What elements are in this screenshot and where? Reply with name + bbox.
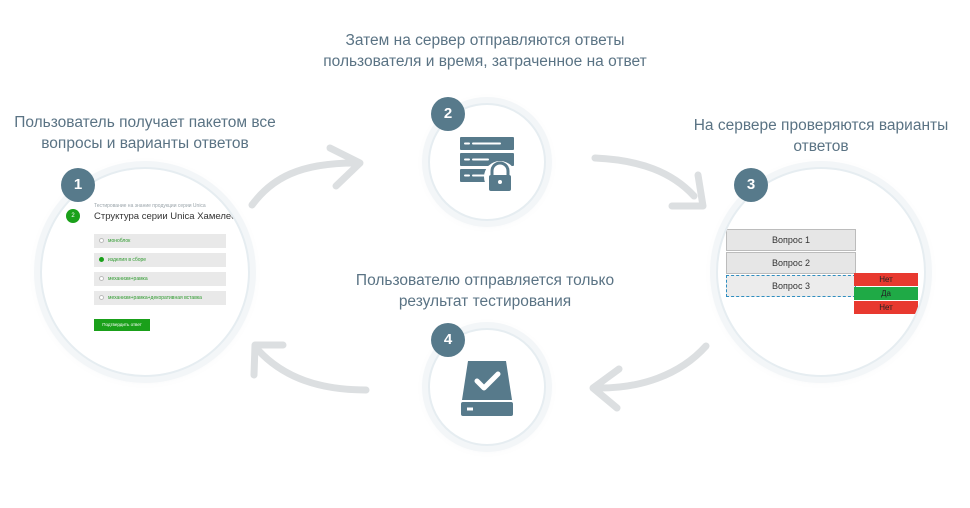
- radio-selected-icon: [99, 257, 104, 262]
- answer-option[interactable]: механизм+рамка: [94, 272, 226, 286]
- question-cell: Вопрос 1: [726, 229, 856, 251]
- drive-check-icon: [461, 361, 513, 416]
- arrow-2-to-3-head: [668, 171, 707, 210]
- radio-icon: [99, 276, 104, 281]
- arrow-1-to-2: [248, 159, 359, 209]
- step-3-caption: На сервере проверяются варианты ответов: [672, 115, 970, 157]
- question-cell-active: Вопрос 3: [726, 275, 856, 297]
- submit-answer-button[interactable]: Подтвердить ответ: [94, 319, 150, 331]
- quiz-subtitle: Тестирование на знание продукции серии U…: [94, 203, 206, 209]
- answer-option[interactable]: механизм+рамка+декоративная вставка: [94, 291, 226, 305]
- result-badge-wrong: Нет: [854, 301, 918, 314]
- caption-line: Пользователь получает пакетом все: [14, 114, 276, 131]
- arrow-1-to-2-head: [326, 144, 364, 190]
- step-3-badge: 3: [734, 168, 768, 202]
- answer-option-selected[interactable]: изделия в сборе: [94, 253, 226, 267]
- answer-option-label: механизм+рамка: [108, 276, 148, 282]
- question-title: Структура серии Unica Хамелеон: [94, 211, 242, 222]
- server-lock-icon: [460, 137, 516, 193]
- result-badge-wrong: Нет: [854, 273, 918, 286]
- caption-line: вопросы и варианты ответов: [41, 135, 249, 152]
- step-1-caption: Пользователь получает пакетом все вопрос…: [0, 112, 290, 154]
- radio-icon: [99, 295, 104, 300]
- question-number-badge: 2: [66, 209, 80, 223]
- answer-option[interactable]: моноблок: [94, 234, 226, 248]
- caption-line: ответов: [793, 138, 849, 155]
- arrow-3-to-4: [591, 342, 710, 392]
- caption-line: Затем на сервер отправляются ответы: [345, 32, 625, 49]
- arrow-3-to-4-head: [589, 365, 623, 412]
- result-badge-correct: Да: [854, 287, 918, 300]
- step-3-circle: Вопрос 1 Вопрос 2 Вопрос 3 Нет Да Нет: [716, 167, 926, 377]
- caption-line: результат тестирования: [398, 293, 572, 310]
- question-cell: Вопрос 2: [726, 252, 856, 274]
- step-2-caption: Затем на сервер отправляются ответы поль…: [300, 30, 670, 72]
- arrow-4-to-1: [254, 346, 370, 394]
- answer-option-label: изделия в сборе: [108, 257, 147, 263]
- caption-line: пользователя и время, затраченное на отв…: [323, 53, 647, 70]
- arrow-2-to-3: [591, 154, 698, 200]
- step-4-caption: Пользователю отправляется только результ…: [330, 270, 640, 312]
- caption-line: Пользователю отправляется только: [355, 272, 615, 289]
- radio-icon: [99, 238, 104, 243]
- answer-option-label: моноблок: [108, 238, 131, 244]
- answer-option-label: механизм+рамка+декоративная вставка: [108, 295, 202, 301]
- arrow-4-to-1-head: [250, 341, 287, 379]
- questions-table: Вопрос 1 Вопрос 2 Вопрос 3: [726, 229, 856, 298]
- step-1-badge: 1: [61, 168, 95, 202]
- caption-line: На сервере проверяются варианты: [693, 117, 949, 134]
- step-4-badge: 4: [431, 323, 465, 357]
- step-1-circle: Тестирование на знание продукции серии U…: [40, 167, 250, 377]
- step-2-badge: 2: [431, 97, 465, 131]
